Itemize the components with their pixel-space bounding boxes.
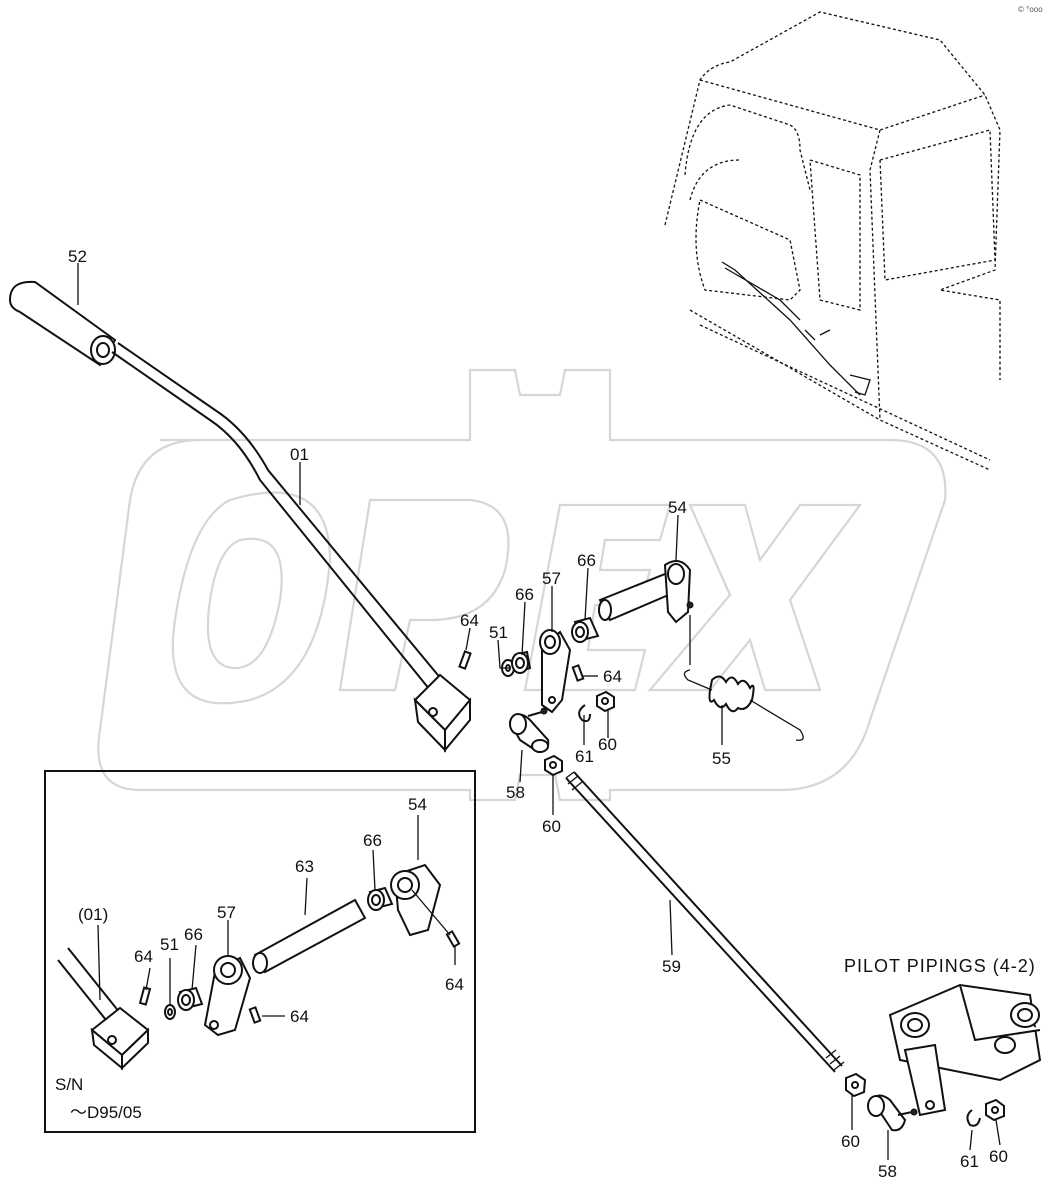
leader-lines (77, 263, 1001, 1160)
arm-57 (539, 629, 572, 714)
inset-shaft-63 (252, 898, 367, 974)
inset-bushing-66-b (367, 886, 394, 911)
inset-pin-64-a (138, 986, 152, 1006)
callout-59: 59 (662, 957, 681, 976)
lever-grip-52 (8, 280, 117, 367)
inset-box: (01) 64 51 66 57 63 66 54 64 64 S/N ～D95… (44, 770, 476, 1133)
inset-pin-64-c (445, 930, 461, 948)
cab-illustration (664, 11, 1001, 471)
clip-61-b (966, 1109, 981, 1127)
callout-57: 57 (542, 569, 561, 588)
callout-66-a: 66 (515, 585, 534, 604)
inset-callout-51: 51 (160, 935, 179, 954)
rod-59 (565, 771, 845, 1073)
nut-60-a (596, 690, 615, 713)
callout-60-a: 60 (598, 735, 617, 754)
spring-55 (683, 615, 804, 741)
inset-pin-64-b (248, 1006, 262, 1024)
callout-61-b: 61 (960, 1152, 979, 1171)
cab-lever-detail (721, 261, 871, 396)
bushing-66-a (511, 650, 532, 674)
nut-60-c (845, 1072, 867, 1098)
lever-block (413, 673, 472, 753)
inset-arm-57 (203, 955, 252, 1037)
callout-51: 51 (489, 623, 508, 642)
callout-58-b: 58 (878, 1162, 897, 1181)
ball-joint-58-b (867, 1094, 918, 1132)
callout-60-b: 60 (542, 817, 561, 836)
callout-60-c: 60 (841, 1132, 860, 1151)
callout-01: 01 (290, 445, 309, 464)
callout-58: 58 (506, 783, 525, 802)
inset-lever-rod (57, 947, 150, 1071)
clip-61-a (578, 704, 591, 723)
inset-leader-lines (97, 815, 456, 1017)
inset-sn-label: S/N (55, 1075, 83, 1094)
callout-66-b: 66 (577, 551, 596, 570)
inset-callout-66-a: 66 (184, 925, 203, 944)
callout-55: 55 (712, 749, 731, 768)
inset-callout-63: 63 (295, 857, 314, 876)
callout-54: 54 (668, 498, 687, 517)
pilot-valve (888, 983, 1042, 1117)
callout-61: 61 (575, 747, 594, 766)
nut-60-d (985, 1098, 1005, 1122)
pilot-pipings-label: PILOT PIPINGS (4-2) (844, 956, 1036, 976)
inset-callout-01: (01) (78, 905, 108, 924)
inset-range-label: ～D95/05 (70, 1103, 142, 1122)
shaft-assembly-54 (598, 560, 694, 624)
bushing-66-b (571, 616, 600, 643)
inset-callout-64-a: 64 (134, 947, 153, 966)
inset-callout-57: 57 (217, 903, 236, 922)
ball-joint-58-a (508, 707, 550, 754)
callout-52: 52 (68, 247, 87, 266)
pin-64-a (458, 650, 472, 670)
inset-callout-64-b: 64 (290, 1007, 309, 1026)
inset-callout-54: 54 (408, 795, 427, 814)
pin-64-b (571, 664, 585, 682)
corner-mark: © °ooo (1018, 5, 1043, 14)
inset-callout-64-c: 64 (445, 975, 464, 994)
lever-rod-01 (111, 342, 443, 691)
nut-60-b (544, 754, 563, 777)
inset-bushing-66-a (177, 986, 204, 1011)
callout-60-d: 60 (989, 1147, 1008, 1166)
inset-washer-51 (164, 1004, 176, 1020)
inset-callout-66-b: 66 (363, 831, 382, 850)
callout-64-a: 64 (460, 611, 479, 630)
callout-64-b: 64 (603, 667, 622, 686)
inset-bracket-54 (390, 863, 442, 937)
